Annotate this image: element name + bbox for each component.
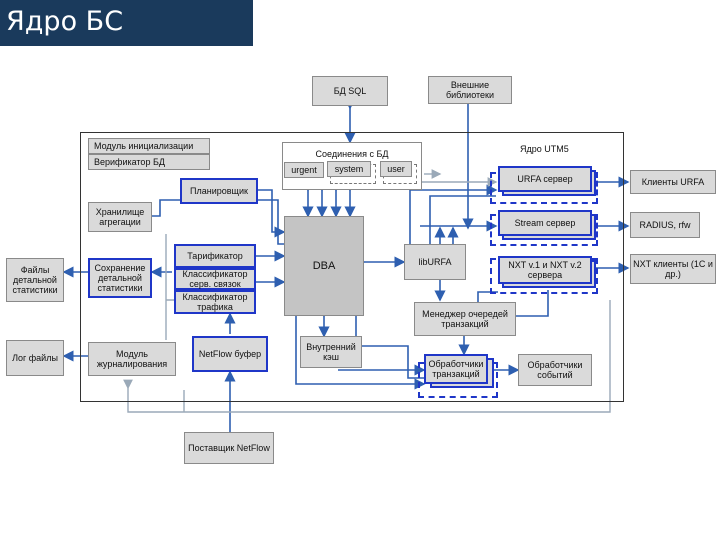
node-detail-stats-saving: Сохранение детальной статистики <box>88 258 152 298</box>
node-netflow-buffer: NetFlow буфер <box>192 336 268 372</box>
node-urfa-server: URFA сервер <box>498 166 592 192</box>
node-liburfa: libURFA <box>404 244 466 280</box>
node-traffic-classifier: Классификатор трафика <box>174 290 256 314</box>
node-db-verifier: Верификатор БД <box>88 154 210 170</box>
node-dba: DBA <box>284 216 364 316</box>
node-transaction-handlers: Обработчики транзакций <box>424 354 488 384</box>
node-conn-urgent: urgent <box>284 162 324 178</box>
node-service-link-classifier: Классификатор серв. связок <box>174 268 256 290</box>
core-frame <box>80 132 624 402</box>
node-queue-manager: Менеджер очередей транзакций <box>414 302 516 336</box>
slide-title: Ядро БС <box>6 6 124 37</box>
node-internal-cache: Внутренний кэш <box>300 336 362 368</box>
core-label: Ядро UTM5 <box>520 144 569 154</box>
db-connections-label: Соединения с БД <box>315 149 389 159</box>
node-conn-user: user <box>380 161 412 177</box>
title-bar: Ядро БС <box>0 0 253 46</box>
node-nxt-servers: NXT v.1 и NXT v.2 сервера <box>498 256 592 284</box>
node-conn-system: system <box>327 161 371 177</box>
node-log-files: Лог файлы <box>6 340 64 376</box>
node-netflow-provider: Поставщик NetFlow <box>184 432 274 464</box>
node-init-module: Модуль инициализации <box>88 138 210 154</box>
node-scheduler: Планировщик <box>180 178 258 204</box>
node-radius: RADIUS, rfw <box>630 212 700 238</box>
node-sql-db: БД SQL <box>312 76 388 106</box>
node-event-handlers: Обработчики событий <box>518 354 592 386</box>
node-external-libs: Внешние библиотеки <box>428 76 512 104</box>
node-tariffer: Тарификатор <box>174 244 256 268</box>
node-urfa-clients: Клиенты URFA <box>630 170 716 194</box>
node-aggregation-storage: Хранилище агрегации <box>88 202 152 232</box>
node-stream-server: Stream сервер <box>498 210 592 236</box>
node-detail-stats-files: Файлы детальной статистики <box>6 258 64 302</box>
node-nxt-clients: NXT клиенты (1С и др.) <box>630 254 716 284</box>
node-logging-module: Модуль журналирования <box>88 342 176 376</box>
